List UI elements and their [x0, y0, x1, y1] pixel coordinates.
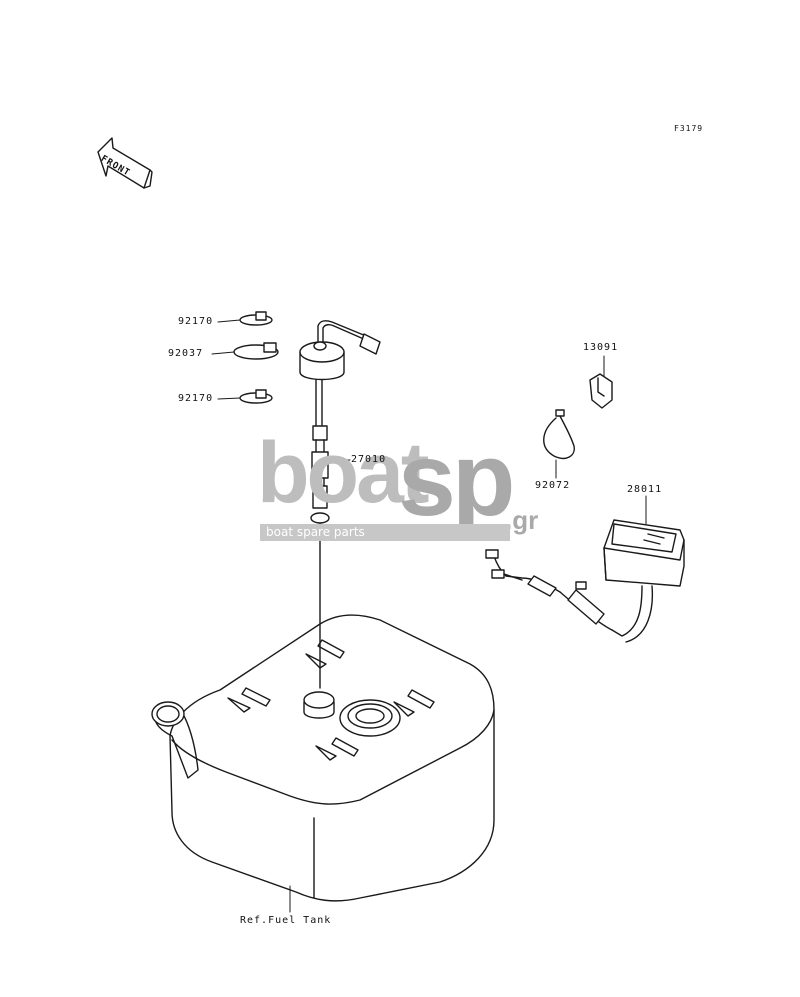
holder-13091	[589, 373, 613, 409]
clamp-92170-lower	[239, 389, 273, 404]
clamp-92037	[233, 342, 279, 360]
part-number-92037: 92037	[168, 348, 204, 359]
part-number-92170-lower: 92170	[178, 393, 214, 404]
front-arrow-icon	[97, 137, 153, 189]
fuel-tank	[151, 614, 495, 902]
part-number-27010: 27010	[351, 454, 387, 465]
watermark-suffix: .gr	[505, 505, 539, 535]
band-92072	[543, 409, 575, 460]
part-number-13091: 13091	[583, 342, 619, 353]
part-number-92170-upper: 92170	[178, 316, 214, 327]
fuel-meter-28011	[485, 519, 685, 643]
watermark-brand-left: boat	[257, 425, 430, 521]
fuel-level-sender	[299, 320, 381, 689]
reference-label: Ref.Fuel Tank	[240, 915, 332, 926]
watermark-brand-right: sp	[398, 422, 515, 538]
figure-code: F3179	[674, 124, 704, 133]
leader-lines	[211, 319, 647, 913]
clamp-92170-upper	[239, 311, 273, 326]
part-number-92072: 92072	[535, 480, 571, 491]
watermark-tagline: boat spare parts	[260, 524, 510, 541]
part-number-28011: 28011	[627, 484, 663, 495]
